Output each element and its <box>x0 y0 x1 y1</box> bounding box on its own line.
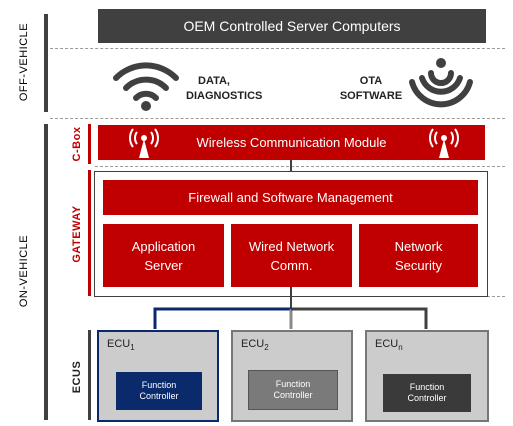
ecu-label: ECU1 <box>107 338 135 352</box>
ecu-subscript: 1 <box>130 343 135 353</box>
wired-network-line2: Comm. <box>270 257 313 273</box>
ota-label-line2: SOFTWARE <box>339 90 403 102</box>
ecus-label: ECUS <box>71 360 83 394</box>
wifi-icon <box>113 62 179 111</box>
on-vehicle-bar <box>44 124 48 420</box>
data-label-line1: DATA, <box>198 75 230 87</box>
ecu-box-n: ECUn Function Controller <box>365 330 489 422</box>
ecu-label-text: ECU <box>107 338 131 350</box>
wireless-module-title: Wireless Communication Module <box>196 135 387 150</box>
separator-off-on <box>50 118 505 119</box>
ota-label-line1: OTA <box>359 75 383 87</box>
wireless-module: Wireless Communication Module <box>98 125 485 160</box>
ecu-subscript: 2 <box>264 343 269 353</box>
ecu-label: ECUn <box>375 338 403 352</box>
network-security-box: Network Security <box>359 224 478 287</box>
fc-line2: Controller <box>139 391 179 401</box>
c-box-label: C-Box <box>71 126 83 162</box>
ecu-label-text: ECU <box>375 338 399 350</box>
antenna-icon <box>429 128 459 158</box>
gateway-bar <box>88 170 91 296</box>
fc-line1: Function <box>275 379 311 389</box>
app-server-line2: Server <box>144 257 183 273</box>
connector-wcm-gateway <box>290 160 292 171</box>
ecu-box-1: ECU1 Function Controller <box>97 330 219 422</box>
ecu-bus-lines <box>153 287 428 329</box>
firewall-title: Firewall and Software Management <box>188 190 393 205</box>
ecu-label-text: ECU <box>241 338 265 350</box>
gateway-label: GATEWAY <box>71 205 83 263</box>
antenna-icon <box>129 128 159 158</box>
separator-cbox <box>95 166 505 167</box>
function-controller: Function Controller <box>116 372 202 410</box>
wired-network-line1: Wired Network <box>248 238 335 254</box>
off-vehicle-label: OFF-VEHICLE <box>18 22 30 102</box>
server-box: OEM Controlled Server Computers <box>98 9 486 43</box>
network-security-line1: Network <box>394 238 443 254</box>
ecu-box-2: ECU2 Function Controller <box>231 330 353 422</box>
ecus-bar <box>88 330 91 420</box>
ecu-label: ECU2 <box>241 338 269 352</box>
data-diagnostics-label: DATA, DIAGNOSTICS <box>186 74 262 104</box>
application-server-box: Application Server <box>103 224 224 287</box>
function-controller: Function Controller <box>248 370 338 410</box>
data-label-line2: DIAGNOSTICS <box>186 90 263 102</box>
app-server-line1: Application <box>131 238 196 254</box>
network-security-line2: Security <box>395 257 442 273</box>
fc-line2: Controller <box>407 393 447 403</box>
c-box-bar <box>88 124 91 164</box>
firewall-box: Firewall and Software Management <box>103 180 478 215</box>
wired-network-box: Wired Network Comm. <box>231 224 352 287</box>
function-controller: Function Controller <box>383 374 471 412</box>
ecu-subscript: n <box>398 343 403 353</box>
server-title: OEM Controlled Server Computers <box>183 18 401 34</box>
off-vehicle-bar <box>44 14 48 112</box>
separator-top <box>50 48 505 49</box>
fc-line1: Function <box>141 380 177 390</box>
ota-software-label: OTA SOFTWARE <box>338 74 404 104</box>
fc-line2: Controller <box>273 390 313 400</box>
fc-line1: Function <box>409 382 445 392</box>
broadcast-icon <box>409 58 473 108</box>
